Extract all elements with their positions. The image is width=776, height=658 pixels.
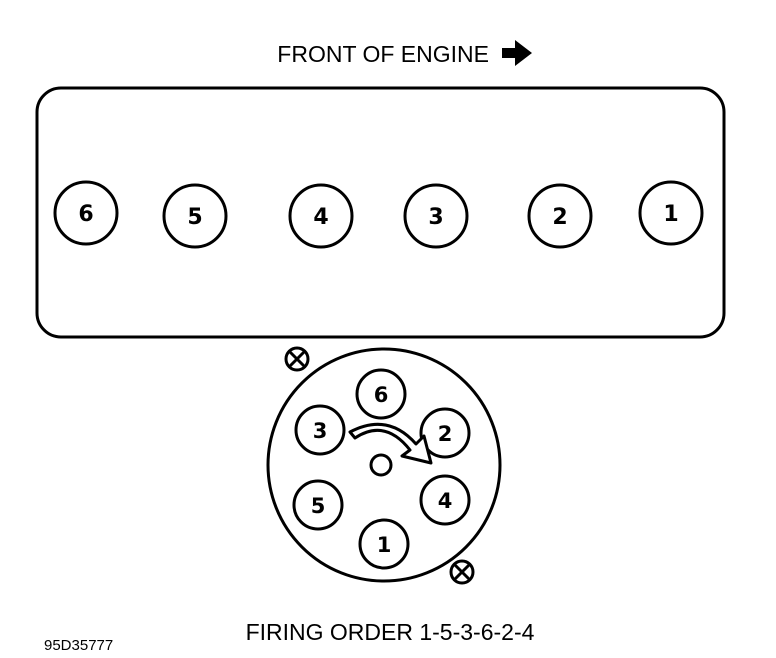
cylinder-5: 5 [162,183,228,249]
cap-terminal-2: 2 [419,407,471,459]
firing-order-caption: FIRING ORDER 1-5-3-6-2-4 [246,619,535,645]
mounting-screw-icon [449,559,475,585]
right-arrow-icon [502,40,532,66]
rotor-shaft [369,453,393,477]
cap-terminal-1: 1 [358,518,410,570]
cylinder-label: 2 [552,205,567,230]
figure-code: 95D35777 [44,637,113,654]
cap-terminal-4: 4 [419,474,471,526]
cylinder-2: 2 [527,183,593,249]
cap-terminal-3: 3 [294,404,346,456]
clockwise-rotation-arrow-icon [348,422,433,465]
cylinder-label: 1 [663,202,678,227]
cylinder-1: 1 [638,180,704,246]
cap-terminal-6: 6 [355,368,407,420]
cylinder-4: 4 [288,183,354,249]
cylinder-label: 3 [428,205,443,230]
engine-block [35,86,726,339]
front-of-engine-label: FRONT OF ENGINE [277,41,489,67]
cylinder-3: 3 [403,183,469,249]
cap-terminal-5: 5 [292,479,344,531]
terminal-label: 4 [438,489,453,513]
terminal-label: 3 [313,419,328,443]
mounting-screw-icon [284,346,310,372]
cylinder-6: 6 [53,180,119,246]
cylinder-label: 6 [78,202,93,227]
cylinder-label: 4 [313,205,328,230]
terminal-label: 6 [374,383,389,407]
terminal-label: 5 [311,494,326,518]
cylinder-label: 5 [187,205,202,230]
terminal-label: 1 [377,533,392,557]
terminal-label: 2 [438,422,453,446]
